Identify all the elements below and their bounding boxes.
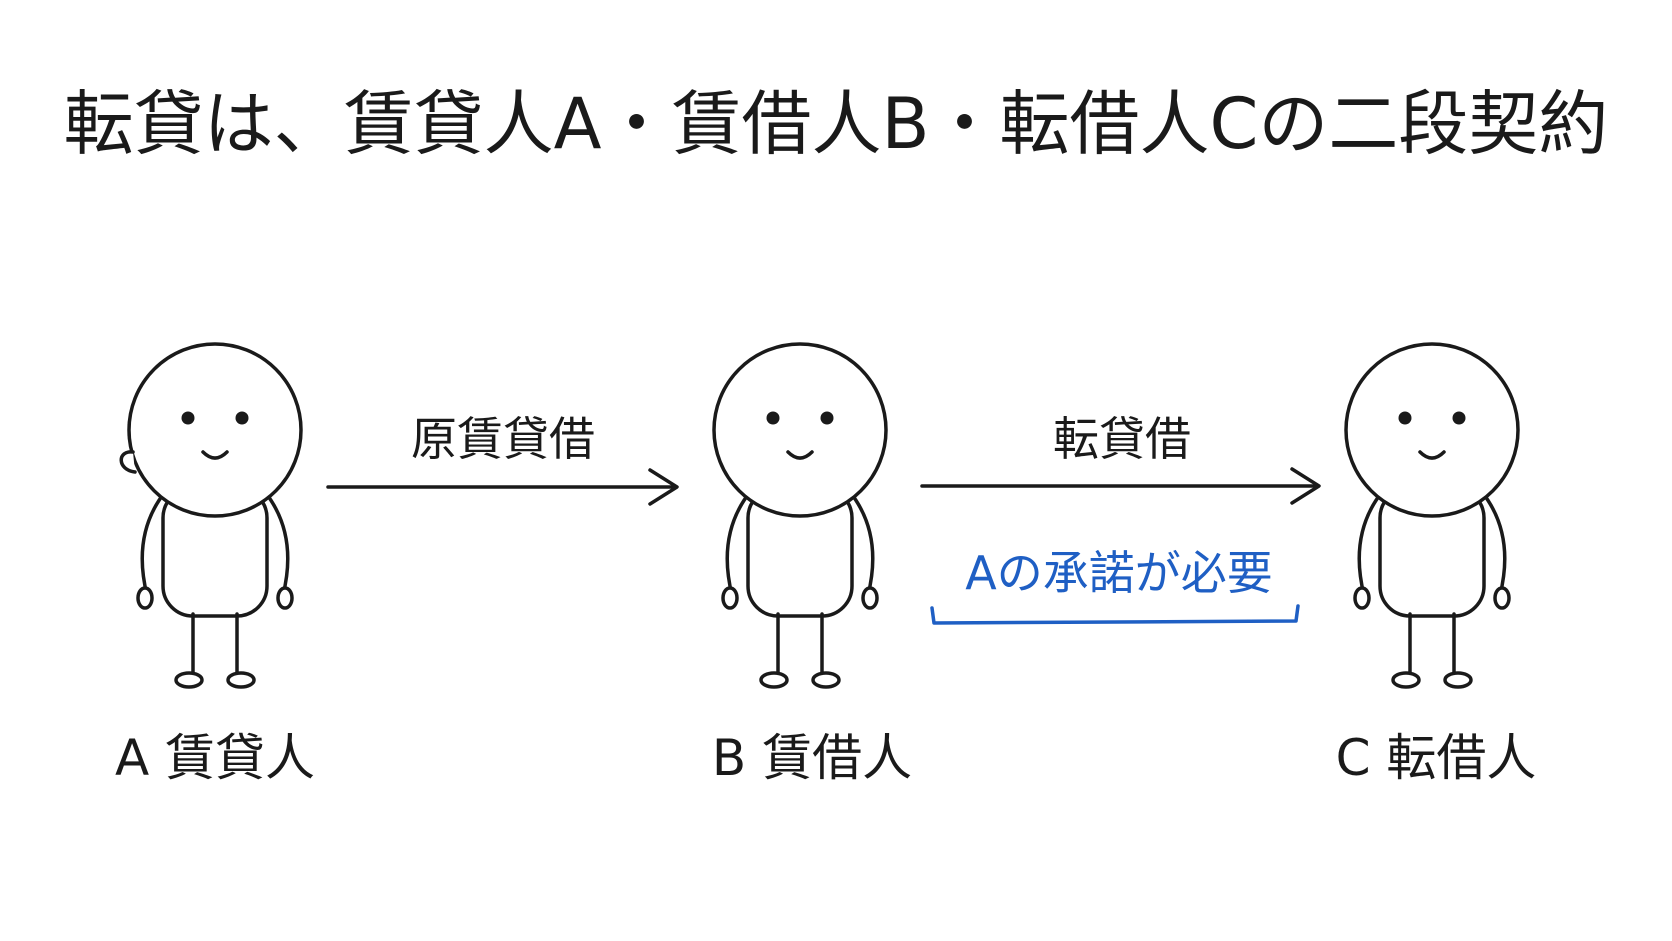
relation-sublease: 転貸借 bbox=[920, 412, 1321, 505]
person-a: A 賃貸人 bbox=[115, 342, 315, 787]
diagram-title: 転貸は、賃貸人A・賃借人B・転借人Cの二段契約 bbox=[64, 83, 1609, 165]
stick-figure-icon bbox=[712, 342, 888, 689]
consent-note-text: Aの承諾が必要 bbox=[965, 546, 1272, 600]
stick-figure-icon bbox=[1344, 342, 1520, 689]
person-c: C 転借人 bbox=[1336, 342, 1537, 787]
stick-figure-icon bbox=[119, 342, 303, 689]
bracket-icon bbox=[930, 604, 1300, 625]
relation-original-lease: 原賃貸借 bbox=[326, 412, 679, 506]
relation-label-sublease: 転貸借 bbox=[1053, 412, 1191, 466]
person-b: B 賃借人 bbox=[712, 342, 912, 787]
person-label-sublessee: C 転借人 bbox=[1336, 729, 1537, 787]
person-label-lessor: A 賃貸人 bbox=[115, 729, 315, 787]
right-arrow-icon bbox=[326, 468, 679, 506]
consent-note: Aの承諾が必要 bbox=[930, 546, 1300, 625]
relation-label-original-lease: 原賃貸借 bbox=[411, 412, 595, 466]
person-label-lessee: B 賃借人 bbox=[712, 729, 912, 787]
right-arrow-icon bbox=[920, 467, 1321, 505]
